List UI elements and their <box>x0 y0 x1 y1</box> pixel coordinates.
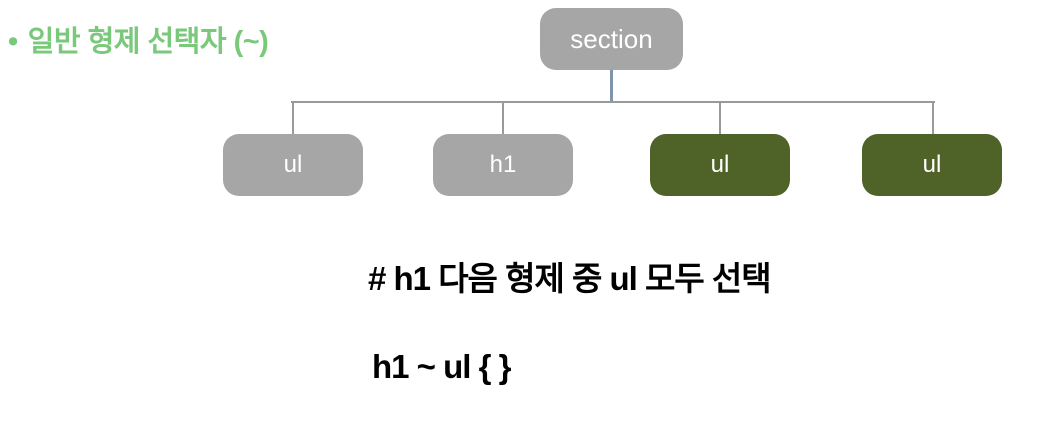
page-title: • 일반 형제 선택자 (~) <box>8 18 269 60</box>
tree-node-ul-3-label: ul <box>922 151 942 178</box>
tree-node-ul-2: ul <box>650 134 790 196</box>
selector-description: # h1 다음 형제 중 ul 모두 선택 <box>368 260 772 297</box>
selector-code: h1 ~ ul { } <box>372 348 511 385</box>
tree-node-ul-3: ul <box>862 134 1002 196</box>
tree-node-section-label: section <box>570 23 653 54</box>
connector-drop-ul-3 <box>932 101 934 135</box>
connector-horizontal <box>291 101 935 103</box>
connector-drop-ul-2 <box>719 101 721 135</box>
tree-node-h1-label: h1 <box>489 151 517 178</box>
connector-drop-h1 <box>502 101 504 135</box>
tree-node-ul-1: ul <box>223 134 363 196</box>
tree-node-ul-1-label: ul <box>283 151 303 178</box>
tree-node-h1: h1 <box>433 134 573 196</box>
page-title-label: 일반 형제 선택자 (~) <box>27 26 269 58</box>
bullet-point: • <box>8 26 18 58</box>
connector-root-stub <box>610 69 613 102</box>
connector-drop-ul-1 <box>292 101 294 135</box>
tree-node-ul-2-label: ul <box>710 151 730 178</box>
tree-node-section: section <box>540 8 683 70</box>
